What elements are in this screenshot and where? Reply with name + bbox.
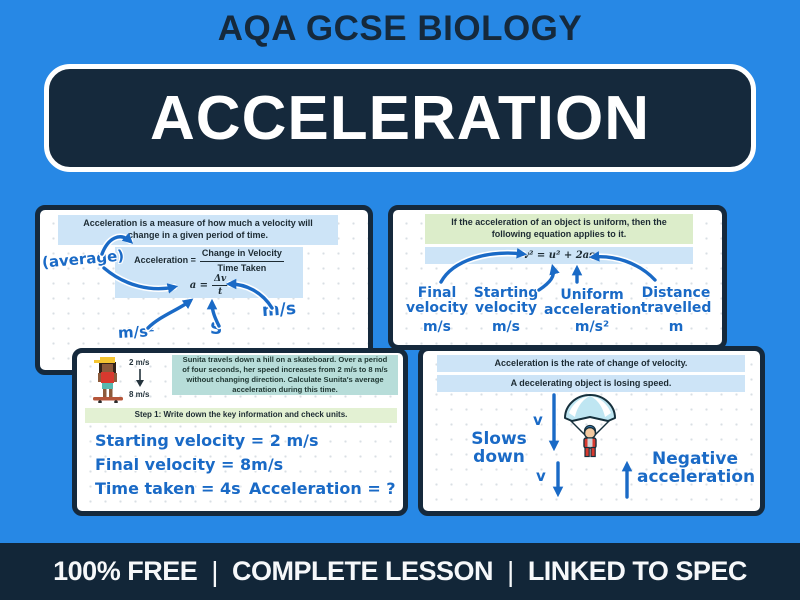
footer-lesson: COMPLETE LESSON xyxy=(232,556,494,586)
unit-acceleration-label: m/s² xyxy=(117,322,156,342)
final-velocity-unit: m/s xyxy=(422,319,452,335)
word-equation-denominator: Time Taken xyxy=(217,262,267,273)
word-equation-fraction: Change in Velocity Time Taken xyxy=(199,248,284,274)
symbol-equation-lhs: a = xyxy=(189,280,209,291)
skateboarder-icon xyxy=(93,357,123,403)
page-title: ACCELERATION xyxy=(150,83,650,153)
uniform-intro-banner: If the acceleration of an object is unif… xyxy=(425,214,693,244)
parachutist-icon xyxy=(564,394,616,458)
symbol-equation-numerator: Δv xyxy=(212,274,229,286)
decelerating-banner: A decelerating object is losing speed. xyxy=(437,375,745,392)
starting-velocity-label: Starting velocity xyxy=(473,285,539,316)
uniform-acceleration-label: Uniform acceleration xyxy=(544,287,642,318)
symbol-equation-denominator: t xyxy=(218,287,223,297)
word-equation-banner: Acceleration = Change in Velocity Time T… xyxy=(115,247,303,275)
word-equation-numerator: Change in Velocity xyxy=(199,248,284,262)
speed-change-arrow-icon xyxy=(136,369,144,387)
slide-deceleration: Acceleration is the rate of change of ve… xyxy=(418,346,765,516)
negative-acceleration-label: Negative acceleration xyxy=(637,449,756,487)
problem-statement: Sunita travels down a hill on a skateboa… xyxy=(172,355,398,395)
starting-velocity-unit: m/s xyxy=(491,319,521,335)
average-annotation: (average) xyxy=(41,246,125,272)
distance-travelled-unit: m xyxy=(668,319,684,335)
working-final-velocity: Final velocity = 8m/s xyxy=(95,455,284,474)
symbol-equation-fraction: Δv t xyxy=(212,274,229,297)
working-time-taken: Time taken = 4s xyxy=(95,479,241,498)
unit-time-label: S xyxy=(210,319,223,339)
slide-worked-example: 2 m/s 8 m/s Sunita travels down a hill o… xyxy=(72,348,408,516)
initial-speed-label: 2 m/s xyxy=(129,358,150,367)
rate-of-change-banner: Acceleration is the rate of change of ve… xyxy=(437,355,745,372)
footer-free: 100% FREE xyxy=(53,556,198,586)
final-speed-label: 8 m/s xyxy=(129,390,150,399)
slide-uniform-acceleration: If the acceleration of an object is unif… xyxy=(388,205,727,350)
working-acceleration-unknown: Acceleration = ? xyxy=(249,479,396,498)
symbol-equation-banner: a = Δv t xyxy=(115,273,303,298)
word-equation-lhs: Acceleration = xyxy=(134,255,196,266)
distance-travelled-label: Distance travelled xyxy=(640,285,712,316)
footer-separator: | xyxy=(211,555,218,587)
uniform-acceleration-unit: m/s² xyxy=(574,319,610,335)
slows-down-label: Slows down xyxy=(471,429,527,467)
suvat-equation: v² = u² + 2as xyxy=(425,247,693,264)
velocity-symbol-top: v xyxy=(533,411,543,429)
footer-spec: LINKED TO SPEC xyxy=(527,556,748,586)
title-banner: ACCELERATION xyxy=(44,64,756,172)
definition-banner: Acceleration is a measure of how much a … xyxy=(58,215,338,245)
brand-heading: AQA GCSE BIOLOGY xyxy=(217,9,583,48)
velocity-symbol-bottom: v xyxy=(536,467,546,485)
step-banner: Step 1: Write down the key information a… xyxy=(85,408,397,423)
footer-bar: 100% FREE | COMPLETE LESSON | LINKED TO … xyxy=(0,543,800,600)
final-velocity-label: Final velocity xyxy=(406,285,468,316)
unit-velocity-label: m/s xyxy=(261,298,297,322)
footer-separator: | xyxy=(507,555,514,587)
working-starting-velocity: Starting velocity = 2 m/s xyxy=(95,431,319,450)
